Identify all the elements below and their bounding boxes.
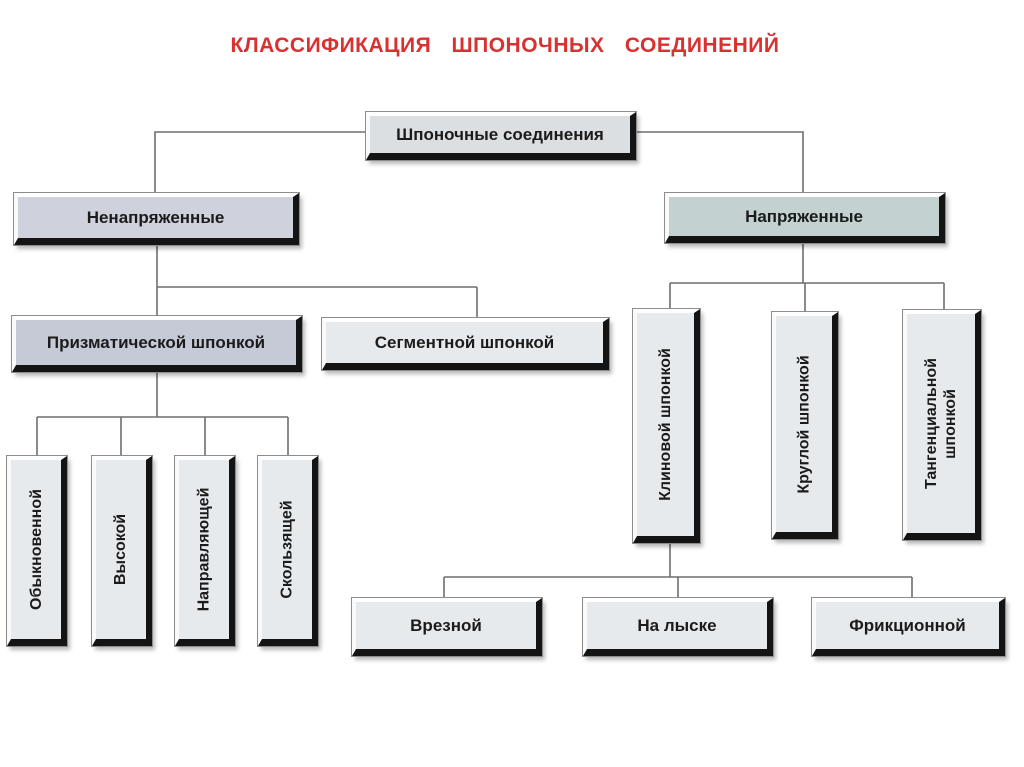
node-tangential: Тангенциальной шпонкой bbox=[903, 310, 981, 540]
node-segment-label: Сегментной шпонкой bbox=[374, 332, 555, 352]
node-prismatic: Призматической шпонкой bbox=[12, 316, 302, 372]
leaf-label-2: Высокой bbox=[112, 513, 130, 586]
node-leaf-napravlyayushchey: Направляющей bbox=[175, 456, 235, 646]
node-leaf-vysokoy: Высокой bbox=[92, 456, 152, 646]
node-friktsionnoy-label: Фрикционной bbox=[849, 615, 966, 635]
node-leaf-obyknovennoy: Обыкновенной bbox=[7, 456, 67, 646]
node-stressed: Напряженные bbox=[665, 193, 945, 243]
node-na-lyske-label: На лыске bbox=[637, 615, 717, 635]
node-wedge-label: Клиновой шпонкой bbox=[657, 348, 675, 501]
node-na-lyske: На лыске bbox=[583, 598, 773, 656]
node-round-label: Круглой шпонкой bbox=[795, 354, 813, 494]
node-segment: Сегментной шпонкой bbox=[322, 318, 609, 370]
node-leaf-skolzyashchey: Скользящей bbox=[258, 456, 318, 646]
leaf-label-1: Обыкновенной bbox=[27, 489, 45, 610]
node-wedge: Клиновой шпонкой bbox=[633, 309, 700, 543]
node-vreznoy-label: Врезной bbox=[410, 615, 482, 635]
diagram-title: КЛАССИФИКАЦИЯ ШПОНОЧНЫХ СОЕДИНЕНИЙ bbox=[230, 34, 780, 57]
node-tangential-label: Тангенциальной шпонкой bbox=[923, 357, 959, 489]
leaf-label-3: Направляющей bbox=[195, 487, 213, 612]
connector-root-left bbox=[154, 131, 366, 193]
node-vreznoy: Врезной bbox=[352, 598, 542, 656]
node-round: Круглой шпонкой bbox=[772, 312, 838, 539]
node-stressed-label: Напряженные bbox=[745, 206, 863, 226]
leaf-label-4: Скользящей bbox=[278, 500, 296, 599]
node-prismatic-label: Призматической шпонкой bbox=[46, 332, 266, 352]
node-unstressed: Ненапряженные bbox=[14, 193, 299, 245]
node-unstressed-label: Ненапряженные bbox=[86, 207, 225, 227]
node-root: Шпоночные соединения bbox=[366, 112, 636, 160]
node-root-label: Шпоночные соединения bbox=[396, 124, 604, 144]
node-friktsionnoy: Фрикционной bbox=[812, 598, 1005, 656]
connector-root-right bbox=[635, 131, 804, 193]
